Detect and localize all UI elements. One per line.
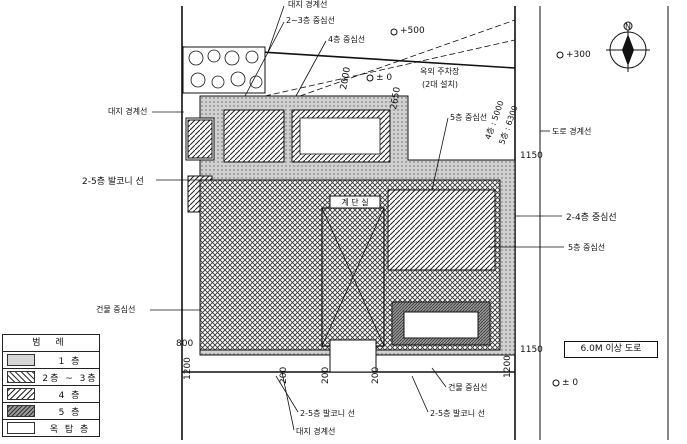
- legend-item: 5 층: [3, 403, 99, 420]
- parking-slot-1: [223, 109, 285, 163]
- legend-swatch: [7, 354, 35, 366]
- label-floor-4-top: 4층 중심선: [328, 34, 365, 44]
- label-plus-minus-0-bottom: ± 0: [562, 378, 578, 388]
- label-parking-title: 옥외 주차장: [420, 66, 460, 76]
- entrance-notch: [329, 339, 377, 373]
- setback-line-5: [299, 19, 516, 97]
- stair-label-box: [329, 195, 381, 209]
- label-plus-300: +300: [566, 50, 591, 60]
- legend-title: 범 례: [3, 335, 99, 352]
- label-balcony-bottom-1: 2-5층 발코니 선: [300, 408, 355, 418]
- dim-1200-right: 1200: [503, 355, 513, 378]
- label-site-boundary-top: 대지 경계선: [288, 0, 327, 9]
- label-parking-sub: (2대 설치): [422, 79, 458, 89]
- stair-label: 계 단 실: [341, 197, 368, 207]
- north-label: N: [625, 22, 631, 31]
- label-balcony-bottom-2: 2-5층 발코니 선: [430, 408, 485, 418]
- label-building-center-left: 건물 중심선: [96, 304, 135, 314]
- legend-swatch: [7, 405, 35, 417]
- legend-item-label: 옥 탑 층: [49, 424, 91, 435]
- label-site-boundary-left: 대지 경계선: [108, 106, 147, 116]
- elevation-marker: [366, 74, 374, 82]
- label-plus-minus-0-top: ± 0: [376, 73, 392, 83]
- car-icon: [299, 117, 381, 155]
- dim-200-a: 200: [321, 367, 331, 384]
- legend-swatch: [7, 371, 35, 383]
- dim-1150-top: 1150: [520, 151, 543, 161]
- legend: 범 례 1 층 2층 ~ 3층 4 층 5 층 옥 탑 층: [2, 334, 100, 437]
- dim-800: 800: [176, 339, 193, 349]
- setback-line-4: [264, 39, 516, 97]
- label-building-center-bottom: 건물 중심선: [448, 382, 487, 392]
- dim-200-c: 200: [279, 367, 289, 384]
- legend-item: 1 층: [3, 352, 99, 369]
- dim-200-b: 200: [371, 367, 381, 384]
- legend-item: 2층 ~ 3층: [3, 369, 99, 386]
- road-width-label: 6.0M 이상 도로: [564, 341, 658, 358]
- legend-item-label: 2층 ~ 3층: [42, 373, 98, 384]
- dim-1150-bottom: 1150: [520, 345, 543, 355]
- legend-item-label: 4 층: [58, 390, 82, 401]
- dim-2650: 2650: [389, 86, 403, 111]
- label-site-boundary-bottom: 대지 경계선: [296, 426, 335, 436]
- label-floor-2-3-top: 2~3층 중심선: [286, 15, 335, 25]
- label-balcony-left: 2-5층 발코니 선: [82, 176, 144, 187]
- elevation-marker: [552, 379, 560, 387]
- legend-swatch: [7, 388, 35, 400]
- dim-1200-left: 1200: [183, 357, 193, 380]
- elevation-marker: [390, 28, 398, 36]
- legend-item: 옥 탑 층: [3, 420, 99, 436]
- legend-item-label: 5 층: [58, 407, 82, 418]
- rooftop-area: [403, 311, 479, 339]
- label-floor-2-4-right: 2-4층 중심선: [566, 212, 617, 223]
- legend-swatch: [7, 422, 35, 434]
- floor-4-footprint: [387, 189, 496, 271]
- dim-2000: 2000: [339, 66, 353, 91]
- elevation-marker: [556, 51, 564, 59]
- legend-item: 4 층: [3, 386, 99, 403]
- legend-item-label: 1 층: [58, 356, 82, 367]
- label-floor-5-right2: 5층 중심선: [568, 242, 605, 252]
- north-arrow-icon: N: [606, 21, 650, 72]
- label-plus-500: +500: [400, 26, 425, 36]
- stair-cross: [321, 207, 385, 347]
- label-road-boundary: 도로 경계선: [552, 126, 591, 136]
- label-floor-5-right: 5층 중심선: [450, 112, 487, 122]
- car-icon: [187, 119, 213, 159]
- tree-icons: [188, 49, 263, 89]
